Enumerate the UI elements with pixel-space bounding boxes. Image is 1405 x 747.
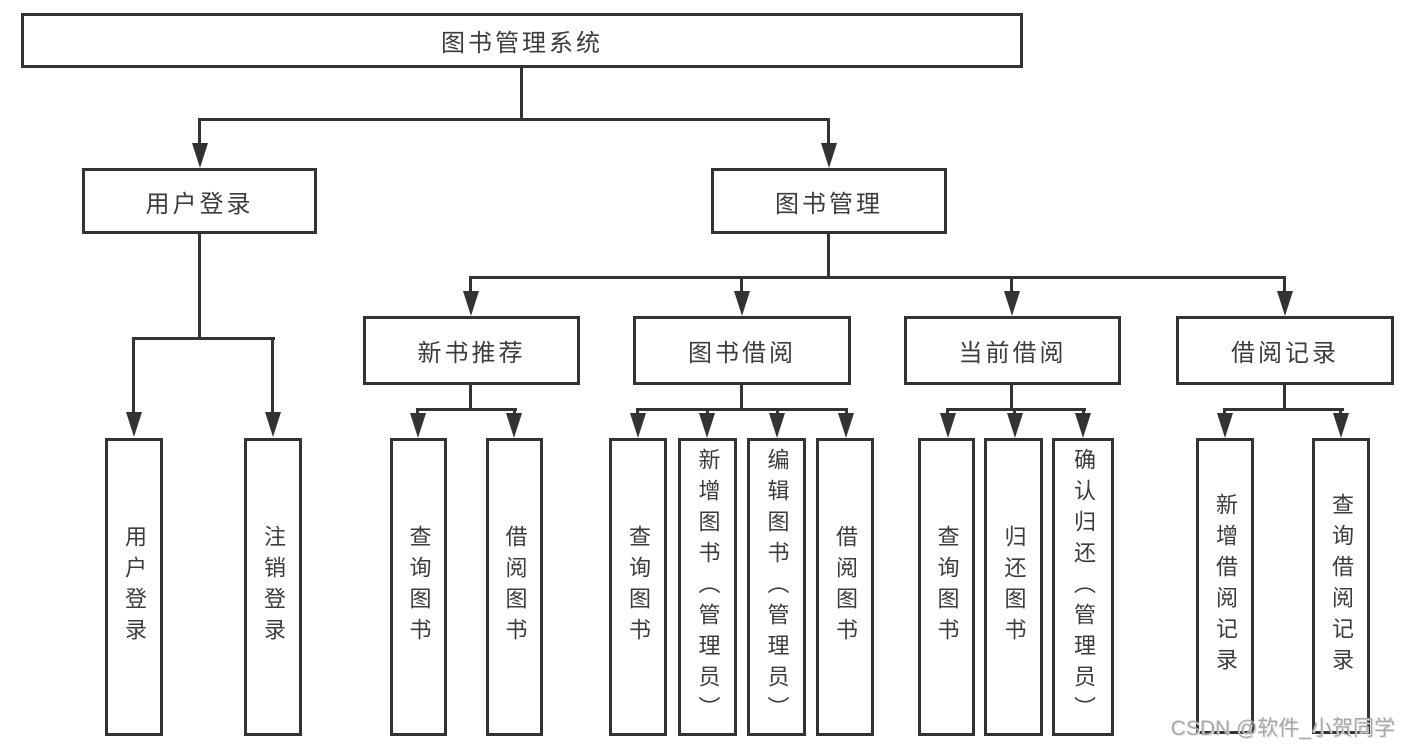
arrowhead-icon xyxy=(734,291,750,316)
connector-line xyxy=(636,408,639,416)
connector-line xyxy=(198,118,830,121)
arrowhead-icon xyxy=(1007,413,1023,438)
arrowhead-icon xyxy=(1075,413,1091,438)
leaf-confirm-return-admin: 确认归还（管理员） xyxy=(1052,438,1114,736)
node-label: 新书推荐 xyxy=(417,340,526,367)
connector-line xyxy=(198,234,201,340)
connector-line xyxy=(271,337,274,414)
connector-line xyxy=(946,408,1086,411)
leaf-query-borrow-record: 查询借阅记录 xyxy=(1312,438,1370,734)
connector-line xyxy=(946,408,949,416)
connector-line xyxy=(1010,276,1013,293)
arrowhead-icon xyxy=(192,143,208,168)
node-label: 查询图书 xyxy=(406,525,432,649)
node-label: 用户登录 xyxy=(145,190,254,218)
arrowhead-icon xyxy=(838,413,854,438)
connector-line xyxy=(636,408,848,411)
connector-line xyxy=(1283,385,1286,410)
connector-line xyxy=(1010,385,1013,410)
leaf-edit-books-admin: 编辑图书（管理员） xyxy=(747,438,806,736)
leaf-return-books: 归还图书 xyxy=(984,438,1043,736)
leaf-query-books-recommend: 查询图书 xyxy=(390,438,447,736)
arrowhead-icon xyxy=(940,413,956,438)
connector-line xyxy=(827,118,830,145)
connector-line xyxy=(776,408,779,416)
connector-line xyxy=(520,68,523,118)
connector-line xyxy=(416,408,517,411)
node-label: 查询图书 xyxy=(626,525,651,649)
leaf-add-books-admin: 新增图书（管理员） xyxy=(678,438,737,736)
connector-line xyxy=(827,234,830,279)
node-label: 注销登录 xyxy=(261,525,286,649)
leaf-add-borrow-record: 新增借阅记录 xyxy=(1196,438,1254,734)
connector-line xyxy=(198,118,201,145)
connector-line xyxy=(740,276,743,293)
node-book-borrowing: 图书借阅 xyxy=(633,316,851,385)
node-current-borrowing: 当前借阅 xyxy=(904,316,1121,385)
node-label: 用户登录 xyxy=(122,525,147,649)
arrowhead-icon xyxy=(126,412,142,437)
csdn-watermark: CSDN @软件_小贺同学 xyxy=(1170,717,1395,740)
node-label: 借阅图书 xyxy=(502,525,528,649)
leaf-borrow-books-recommend: 借阅图书 xyxy=(486,438,543,736)
connector-line xyxy=(513,408,516,416)
node-new-book-recommend: 新书推荐 xyxy=(363,316,580,385)
node-label: 查询图书 xyxy=(934,525,960,649)
leaf-borrow-books: 借阅图书 xyxy=(816,438,874,736)
connector-line xyxy=(1223,408,1226,416)
node-label: 图书借阅 xyxy=(688,340,796,367)
connector-line xyxy=(740,385,743,410)
arrowhead-icon xyxy=(1277,291,1293,316)
node-label: 借阅图书 xyxy=(833,525,858,649)
connector-line xyxy=(1013,408,1016,416)
node-label: 当前借阅 xyxy=(958,340,1067,367)
node-root: 图书管理系统 xyxy=(21,13,1023,68)
arrowhead-icon xyxy=(699,413,715,438)
arrowhead-icon xyxy=(1004,291,1020,316)
connector-line xyxy=(470,276,1286,279)
connector-line xyxy=(132,337,135,414)
arrowhead-icon xyxy=(769,413,785,438)
node-label: 确认归还（管理员） xyxy=(1071,447,1096,727)
arrowhead-icon xyxy=(463,291,479,316)
connector-line xyxy=(1223,408,1344,411)
leaf-user-login: 用户登录 xyxy=(105,438,163,736)
arrowhead-icon xyxy=(1333,413,1349,438)
node-label: 新增图书（管理员） xyxy=(695,447,721,727)
node-book-management: 图书管理 xyxy=(711,168,947,234)
node-label: 查询借阅记录 xyxy=(1329,493,1354,679)
node-label: 图书管理 xyxy=(775,190,883,218)
arrowhead-icon xyxy=(265,412,281,437)
arrowhead-icon xyxy=(630,413,646,438)
leaf-logout: 注销登录 xyxy=(244,438,302,736)
connector-line xyxy=(1339,408,1342,416)
connector-line xyxy=(1082,408,1085,416)
arrowhead-icon xyxy=(506,413,522,438)
node-label: 图书管理系统 xyxy=(441,30,603,57)
connector-line xyxy=(845,408,848,416)
connector-line xyxy=(469,385,472,410)
node-label: 编辑图书（管理员） xyxy=(764,447,790,727)
arrowhead-icon xyxy=(410,413,426,438)
connector-line xyxy=(416,408,419,416)
node-label: 归还图书 xyxy=(1001,525,1027,649)
connector-line xyxy=(469,276,472,293)
arrowhead-icon xyxy=(1217,413,1233,438)
node-label: 借阅记录 xyxy=(1231,340,1339,367)
connector-line xyxy=(132,337,275,340)
node-label: 新增借阅记录 xyxy=(1213,493,1238,679)
node-borrow-records: 借阅记录 xyxy=(1176,316,1394,385)
arrowhead-icon xyxy=(821,143,837,168)
node-user-login: 用户登录 xyxy=(82,168,317,234)
leaf-query-books-borrow: 查询图书 xyxy=(609,438,667,736)
leaf-query-books-current: 查询图书 xyxy=(918,438,975,736)
connector-line xyxy=(1283,276,1286,293)
connector-line xyxy=(706,408,709,416)
